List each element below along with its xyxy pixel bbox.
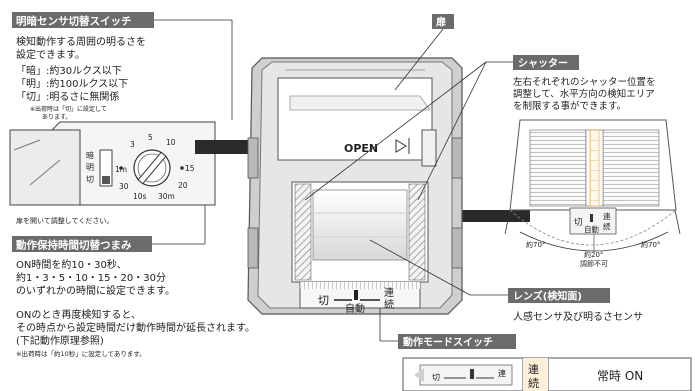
brightness-switch-label: 明暗センサ切替スイッチ bbox=[12, 12, 154, 28]
svg-text:「暗」:約30ルクス以下: 「暗」:約30ルクス以下 bbox=[16, 64, 122, 77]
timer-knob-description: ON時間を約10・30秒、 約1・3・5・10・15・20・30分 のいずれかの… bbox=[16, 258, 255, 358]
device-switch-auto: 自動 bbox=[345, 302, 365, 315]
dial-tick-20: 20 bbox=[178, 181, 188, 190]
svg-text:のいずれかの時間に設定できます。: のいずれかの時間に設定できます。 bbox=[16, 284, 175, 297]
svg-text:あります。: あります。 bbox=[42, 114, 71, 121]
shutter-title: シャッター bbox=[518, 58, 568, 70]
shutter-label: シャッター bbox=[513, 55, 579, 70]
dial-tick-3: 3 bbox=[130, 140, 135, 149]
svg-text:ON時間を約10・30秒、: ON時間を約10・30秒、 bbox=[16, 258, 127, 271]
switch-label-dark: 暗 bbox=[86, 150, 94, 160]
mode-switch-label: 動作モードスイッチ bbox=[398, 334, 516, 349]
mode-mini-switch: 切 連 bbox=[414, 364, 513, 386]
svg-text:設定できます。: 設定できます。 bbox=[16, 48, 85, 61]
device-switch-off: 切 bbox=[318, 294, 329, 307]
door-adjust-note: 扉を開いて調整してください。 bbox=[16, 216, 113, 225]
svg-text:連: 連 bbox=[498, 368, 506, 378]
svg-text:「切」:明るさに無関係: 「切」:明るさに無関係 bbox=[16, 90, 119, 103]
switch-label-off: 切 bbox=[86, 175, 94, 184]
range-mini-switch: 切 自動 連 続 bbox=[569, 207, 617, 235]
svg-text:調整して、水平方向の検知エリア: 調整して、水平方向の検知エリア bbox=[513, 88, 655, 100]
svg-text:ONのとき再度検知すると、: ONのとき再度検知すると、 bbox=[16, 308, 141, 321]
lens-description: 人感センサ及び明るさセンサ bbox=[513, 310, 643, 323]
mode-cell-label-2: 続 bbox=[528, 376, 539, 390]
device-door[interactable]: OPEN bbox=[277, 69, 433, 161]
svg-text:約1・3・5・10・15・20・30分: 約1・3・5・10・15・20・30分 bbox=[16, 271, 166, 284]
svg-text:※出荷時は「切」に設定して: ※出荷時は「切」に設定して bbox=[30, 105, 107, 113]
dial-tick-10: 10 bbox=[166, 138, 176, 147]
door-label: 扉 bbox=[432, 14, 454, 29]
svg-text:左右それぞれのシャッター位置を: 左右それぞれのシャッター位置を bbox=[513, 76, 656, 88]
dial-tick-1m: 1m bbox=[115, 165, 127, 174]
angle-left: 約70° bbox=[526, 240, 545, 249]
timer-knob-title: 動作保持時間切替つまみ bbox=[16, 239, 132, 252]
device-mode-switch[interactable]: 切 自動 連 続 bbox=[299, 281, 421, 315]
svg-text:続: 続 bbox=[603, 221, 611, 231]
dial-panel: 暗 明 切 1m 3 5 10 15 20 30m 10s 30 bbox=[9, 121, 216, 206]
lens-label: レンズ(検知面) bbox=[508, 288, 610, 303]
device-switch-cont-2: 続 bbox=[384, 298, 394, 311]
svg-text:その時点から設定時間だけ動作時間が延長されます。: その時点から設定時間だけ動作時間が延長されます。 bbox=[16, 321, 255, 334]
dial-tick-15: 15 bbox=[185, 164, 195, 173]
dial-tick-30m: 30m bbox=[158, 192, 175, 201]
brightness-switch-description: 検知動作する周囲の明るさを 設定できます。 「暗」:約30ルクス以下 「明」:約… bbox=[16, 35, 146, 121]
dial-tick-10s: 10s bbox=[133, 192, 147, 201]
angle-center: 約20° bbox=[584, 250, 603, 259]
timer-knob-label: 動作保持時間切替つまみ bbox=[12, 236, 152, 252]
svg-text:連: 連 bbox=[603, 211, 611, 221]
svg-text:検知動作する周囲の明るさを: 検知動作する周囲の明るさを bbox=[16, 35, 146, 48]
brightness-switch-title: 明暗センサ切替スイッチ bbox=[16, 15, 132, 28]
mode-cell-label-1: 連 bbox=[528, 362, 539, 376]
svg-text:「明」:約100ルクス以下: 「明」:約100ルクス以下 bbox=[16, 77, 128, 90]
mode-switch-table: 切 連 連 続 常時 ON bbox=[402, 357, 692, 391]
svg-text:切: 切 bbox=[432, 373, 440, 382]
svg-text:※出荷時は「約10秒」に設定してあります。: ※出荷時は「約10秒」に設定してあります。 bbox=[16, 349, 146, 358]
angle-center-note: 調節不可 bbox=[580, 259, 608, 268]
switch-label-bright: 明 bbox=[86, 163, 94, 172]
door-title: 扉 bbox=[435, 16, 446, 29]
angle-right: 約70° bbox=[641, 240, 660, 249]
shutter-description: 左右それぞれのシャッター位置を 調整して、水平方向の検知エリア を制限する事がで… bbox=[513, 76, 656, 112]
svg-text:切: 切 bbox=[574, 218, 583, 228]
svg-text:を制限する事ができます。: を制限する事ができます。 bbox=[513, 100, 626, 112]
door-open-label: OPEN bbox=[344, 142, 378, 155]
dial-tick-5: 5 bbox=[148, 133, 153, 142]
svg-text:自動: 自動 bbox=[584, 224, 599, 234]
lens-detection-surface bbox=[312, 189, 408, 261]
timer-dial[interactable] bbox=[119, 149, 184, 187]
device-switch-cont-1: 連 bbox=[384, 286, 394, 299]
mode-switch-title: 動作モードスイッチ bbox=[403, 336, 493, 349]
svg-text:(下記動作原理参照): (下記動作原理参照) bbox=[16, 334, 104, 347]
sensor-device: OPEN 切 自動 連 続 bbox=[247, 57, 463, 315]
mode-cell-value: 常時 ON bbox=[597, 369, 643, 383]
dial-tick-30: 30 bbox=[119, 182, 129, 191]
detection-range-diagram: 切 自動 連 続 約70° 約70° 約20° 調節不可 bbox=[504, 119, 681, 268]
brightness-slide-switch[interactable] bbox=[99, 149, 113, 187]
lens-title: レンズ(検知面) bbox=[513, 290, 582, 303]
